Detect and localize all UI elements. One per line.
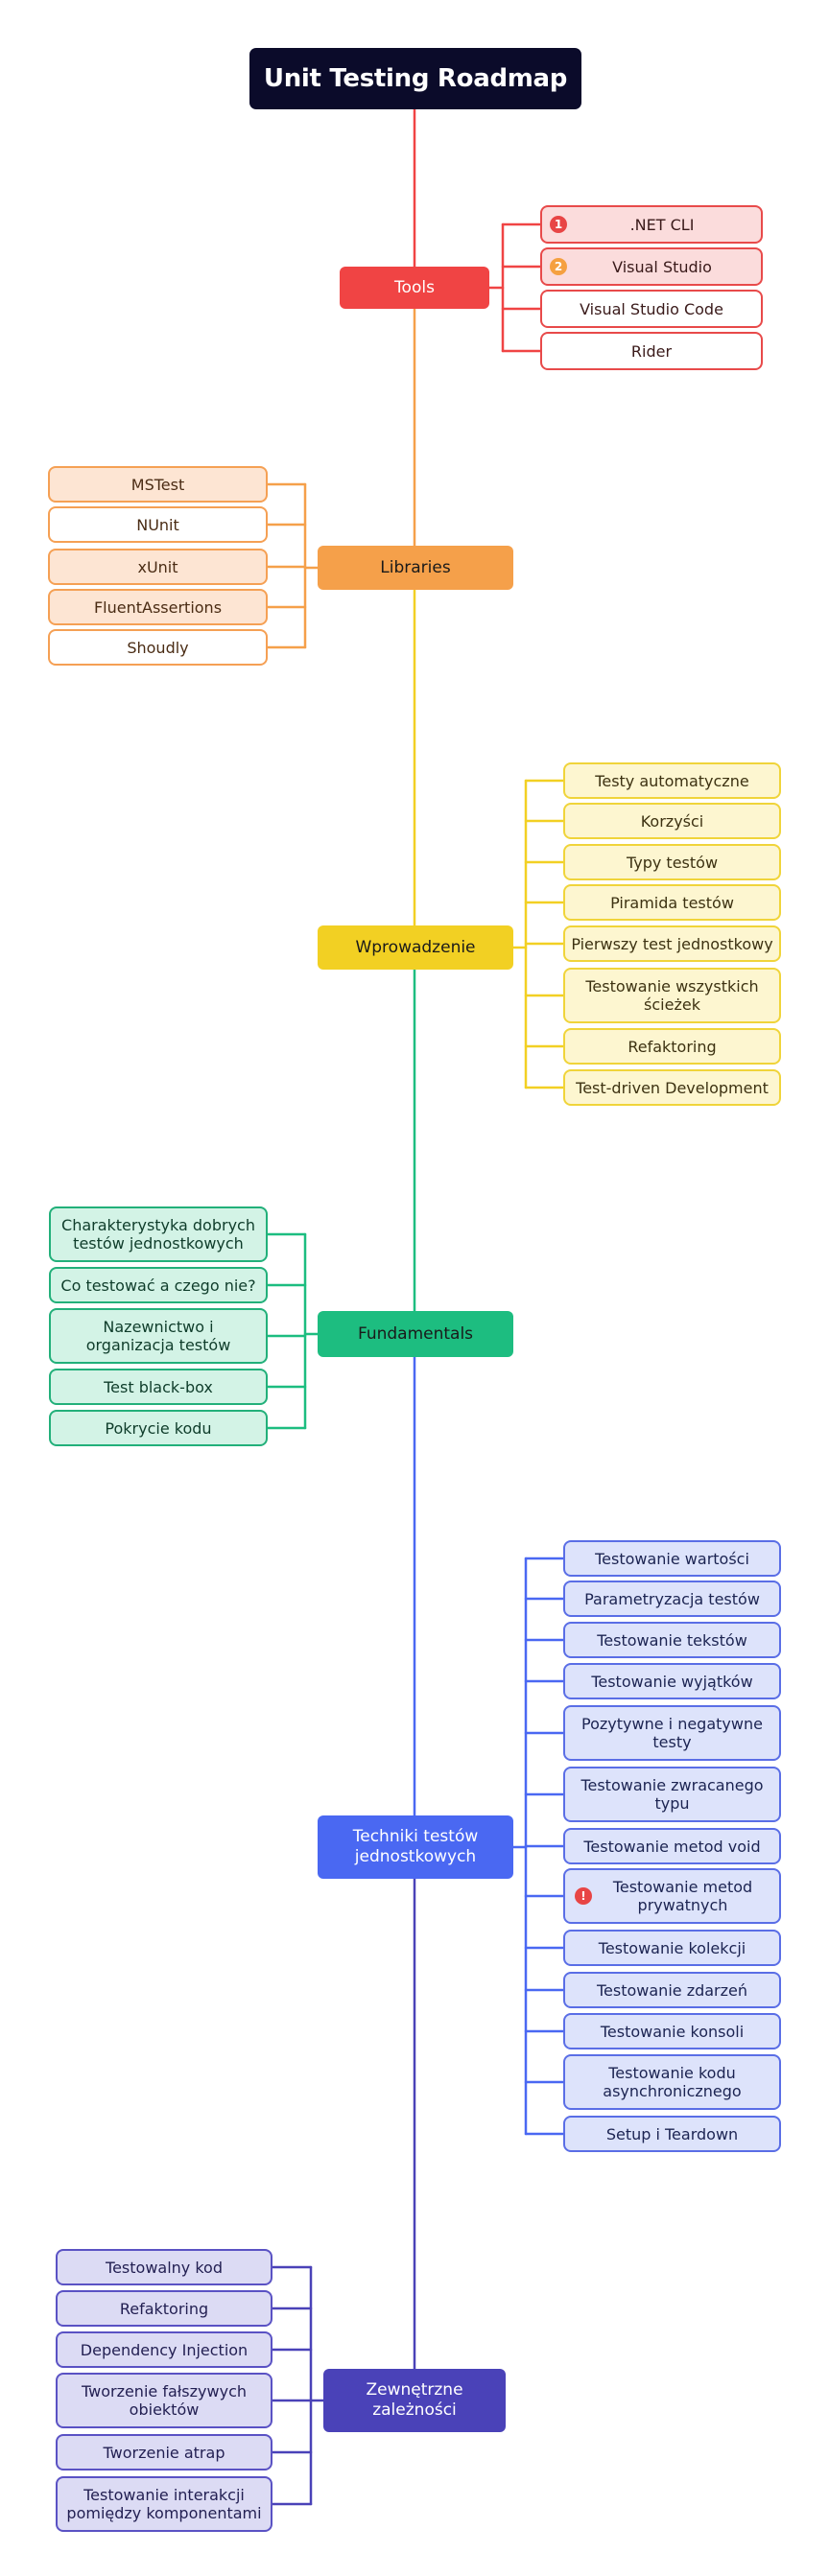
topic-item-label: .NET CLI bbox=[629, 215, 695, 234]
topic-item-label: Testowanie interakcji pomiędzy komponent… bbox=[66, 2486, 262, 2522]
topic-item-techniques-12[interactable]: Setup i Teardown bbox=[563, 2116, 781, 2152]
topic-item-libraries-4[interactable]: Shoudly bbox=[48, 629, 268, 666]
topic-item-techniques-9[interactable]: Testowanie zdarzeń bbox=[563, 1972, 781, 2008]
topic-item-libraries-0[interactable]: MSTest bbox=[48, 466, 268, 503]
topic-item-fundamentals-0[interactable]: Charakterystyka dobrych testów jednostko… bbox=[49, 1206, 268, 1262]
topic-item-label: NUnit bbox=[136, 515, 179, 534]
topic-item-label: Typy testów bbox=[626, 853, 719, 872]
topic-item-label: Testowanie metod prywatnych bbox=[612, 1878, 753, 1914]
topic-item-label: Testowanie zwracanego typu bbox=[580, 1776, 764, 1813]
topic-item-intro-0[interactable]: Testy automatyczne bbox=[563, 762, 781, 799]
topic-item-label: Testowanie konsoli bbox=[600, 2022, 745, 2041]
topic-item-fundamentals-1[interactable]: Co testować a czego nie? bbox=[49, 1267, 268, 1303]
topic-item-label: Pokrycie kodu bbox=[105, 1418, 212, 1438]
topic-item-label: Parametryzacja testów bbox=[584, 1589, 760, 1608]
topic-tools[interactable]: Tools bbox=[340, 267, 489, 309]
topic-item-label: Visual Studio Code bbox=[580, 299, 723, 318]
topic-item-label: Visual Studio bbox=[612, 257, 712, 276]
topic-item-intro-7[interactable]: Test-driven Development bbox=[563, 1069, 781, 1106]
topic-item-tools-3[interactable]: Rider bbox=[540, 332, 763, 370]
topic-item-label: Testowanie metod void bbox=[583, 1837, 761, 1856]
topic-item-label: Testowalny kod bbox=[106, 2258, 223, 2277]
topic-item-techniques-6[interactable]: Testowanie metod void bbox=[563, 1828, 781, 1864]
topic-item-label: Pierwszy test jednostkowy bbox=[571, 934, 773, 953]
topic-libraries[interactable]: Libraries bbox=[318, 546, 513, 590]
topic-item-intro-4[interactable]: Pierwszy test jednostkowy bbox=[563, 925, 781, 962]
topic-item-label: MSTest bbox=[130, 475, 185, 494]
topic-item-external-1[interactable]: Refaktoring bbox=[56, 2290, 272, 2327]
topic-item-label: FluentAssertions bbox=[93, 597, 223, 617]
topic-item-label: Testowanie kodu asynchronicznego bbox=[603, 2064, 742, 2100]
topic-item-label: Testowanie wszystkich ścieżek bbox=[585, 977, 759, 1014]
topic-item-label: Pozytywne i negatywne testy bbox=[581, 1715, 763, 1751]
topic-item-label: Testowanie kolekcji bbox=[598, 1938, 746, 1957]
topic-item-label: Piramida testów bbox=[610, 893, 734, 912]
topic-item-external-3[interactable]: Tworzenie fałszywych obiektów bbox=[56, 2373, 272, 2428]
topic-item-tools-0[interactable]: 1 .NET CLI bbox=[540, 205, 763, 244]
topic-item-label: Tworzenie fałszywych obiektów bbox=[81, 2382, 247, 2419]
topic-item-label: Test-driven Development bbox=[576, 1078, 769, 1097]
topic-item-tools-2[interactable]: Visual Studio Code bbox=[540, 290, 763, 328]
topic-item-techniques-7[interactable]: ! Testowanie metod prywatnych bbox=[563, 1868, 781, 1924]
number-badge-icon: 1 bbox=[550, 216, 567, 233]
topic-item-techniques-10[interactable]: Testowanie konsoli bbox=[563, 2013, 781, 2049]
page-title: Unit Testing Roadmap bbox=[249, 48, 581, 109]
topic-item-techniques-1[interactable]: Parametryzacja testów bbox=[563, 1581, 781, 1617]
topic-item-label: Shoudly bbox=[127, 638, 189, 657]
topic-item-label: Nazewnictwo i organizacja testów bbox=[85, 1318, 231, 1354]
topic-item-label: Testowanie zdarzeń bbox=[596, 1980, 748, 2000]
topic-item-external-5[interactable]: Testowanie interakcji pomiędzy komponent… bbox=[56, 2476, 272, 2532]
topic-item-fundamentals-4[interactable]: Pokrycie kodu bbox=[49, 1410, 268, 1446]
topic-item-intro-2[interactable]: Typy testów bbox=[563, 844, 781, 880]
topic-item-intro-5[interactable]: Testowanie wszystkich ścieżek bbox=[563, 968, 781, 1023]
topic-item-intro-6[interactable]: Refaktoring bbox=[563, 1028, 781, 1065]
topic-item-techniques-5[interactable]: Testowanie zwracanego typu bbox=[563, 1767, 781, 1822]
topic-item-external-2[interactable]: Dependency Injection bbox=[56, 2331, 272, 2368]
topic-item-techniques-0[interactable]: Testowanie wartości bbox=[563, 1540, 781, 1577]
topic-item-label: Setup i Teardown bbox=[605, 2124, 739, 2143]
topic-item-fundamentals-3[interactable]: Test black-box bbox=[49, 1369, 268, 1405]
topic-fundamentals[interactable]: Fundamentals bbox=[318, 1311, 513, 1357]
topic-item-libraries-3[interactable]: FluentAssertions bbox=[48, 589, 268, 625]
topic-item-label: Testowanie wartości bbox=[595, 1549, 749, 1568]
topic-item-label: Testowanie wyjątków bbox=[591, 1672, 753, 1691]
topic-item-techniques-3[interactable]: Testowanie wyjątków bbox=[563, 1663, 781, 1699]
topic-techniques[interactable]: Techniki testów jednostkowych bbox=[318, 1815, 513, 1879]
topic-item-techniques-8[interactable]: Testowanie kolekcji bbox=[563, 1930, 781, 1966]
topic-intro[interactable]: Wprowadzenie bbox=[318, 925, 513, 970]
topic-item-libraries-2[interactable]: xUnit bbox=[48, 549, 268, 585]
topic-item-label: Dependency Injection bbox=[80, 2340, 249, 2359]
topic-item-intro-3[interactable]: Piramida testów bbox=[563, 884, 781, 921]
topic-item-label: Refaktoring bbox=[628, 1037, 717, 1056]
topic-item-label: Refaktoring bbox=[119, 2299, 209, 2318]
topic-item-label: Korzyści bbox=[640, 811, 704, 831]
topic-item-techniques-2[interactable]: Testowanie tekstów bbox=[563, 1622, 781, 1658]
topic-item-fundamentals-2[interactable]: Nazewnictwo i organizacja testów bbox=[49, 1308, 268, 1364]
topic-item-label: xUnit bbox=[137, 557, 178, 576]
topic-item-label: Testowanie tekstów bbox=[597, 1630, 747, 1650]
topic-item-libraries-1[interactable]: NUnit bbox=[48, 506, 268, 543]
topic-item-label: Test black-box bbox=[104, 1377, 213, 1396]
topic-item-external-0[interactable]: Testowalny kod bbox=[56, 2249, 272, 2285]
topic-item-techniques-4[interactable]: Pozytywne i negatywne testy bbox=[563, 1705, 781, 1761]
topic-item-external-4[interactable]: Tworzenie atrap bbox=[56, 2434, 272, 2471]
warning-icon: ! bbox=[575, 1887, 592, 1905]
topic-item-tools-1[interactable]: 2 Visual Studio bbox=[540, 247, 763, 286]
topic-item-label: Charakterystyka dobrych testów jednostko… bbox=[61, 1216, 255, 1253]
topic-external[interactable]: Zewnętrzne zależności bbox=[323, 2369, 506, 2432]
topic-item-label: Co testować a czego nie? bbox=[60, 1276, 256, 1295]
number-badge-icon: 2 bbox=[550, 258, 567, 275]
topic-item-techniques-11[interactable]: Testowanie kodu asynchronicznego bbox=[563, 2054, 781, 2110]
topic-item-intro-1[interactable]: Korzyści bbox=[563, 803, 781, 839]
topic-item-label: Rider bbox=[630, 341, 673, 361]
topic-item-label: Tworzenie atrap bbox=[103, 2443, 225, 2462]
topic-item-label: Testy automatyczne bbox=[595, 771, 749, 790]
